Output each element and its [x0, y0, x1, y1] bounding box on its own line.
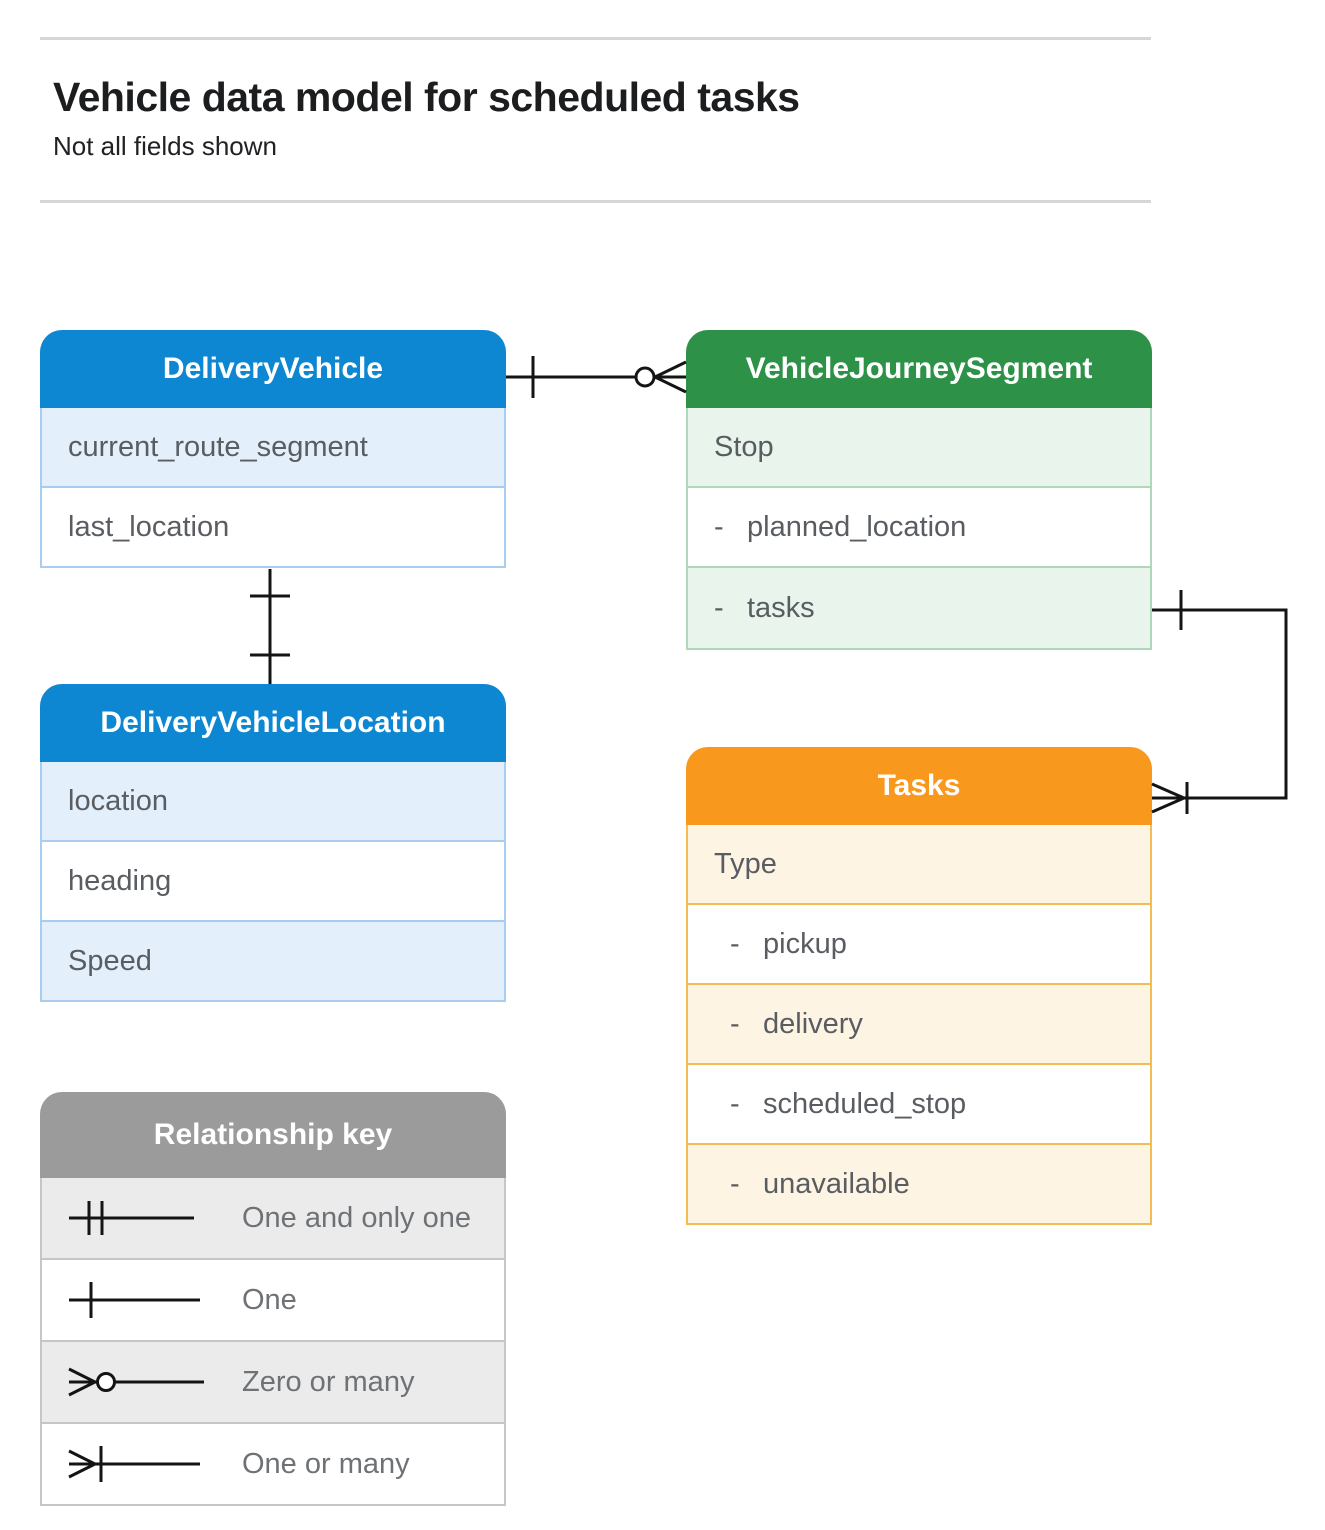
field-prefix: - — [714, 591, 724, 624]
field-row: current_route_segment — [42, 408, 504, 486]
connector-vehiclejourneysegment-tasks — [1151, 590, 1288, 814]
field-row: last_location — [42, 486, 504, 566]
connector-deliveryvehicle-vehiclejourneysegment — [506, 356, 687, 398]
legend-label: Zero or many — [242, 1365, 415, 1398]
field-label: Type — [714, 847, 777, 880]
entity-header: VehicleJourneySegment — [686, 330, 1152, 408]
entity-header: DeliveryVehicle — [40, 330, 506, 408]
field-label: planned_location — [747, 510, 967, 543]
field-row: -planned_location — [688, 486, 1150, 566]
relationship-key-list: One and only one One Zero or many One or… — [40, 1178, 506, 1506]
field-label: unavailable — [763, 1167, 910, 1200]
field-label: scheduled_stop — [763, 1087, 967, 1120]
one-and-only-one-symbol-icon — [69, 1201, 194, 1235]
one-symbol-icon — [69, 1282, 200, 1318]
field-row: -tasks — [688, 566, 1150, 648]
connector-deliveryvehicle-deliveryvehiclelocation — [250, 569, 290, 684]
field-row: -scheduled_stop — [688, 1063, 1150, 1143]
page-title: Vehicle data model for scheduled tasks — [53, 74, 800, 120]
entity-field-list: current_route_segment last_location — [40, 408, 506, 568]
legend-label: One — [242, 1283, 297, 1316]
entity-header: Tasks — [686, 747, 1152, 825]
field-label: delivery — [763, 1007, 863, 1040]
one-or-many-symbol-icon — [68, 1446, 200, 1482]
relationship-key-title: Relationship key — [40, 1092, 506, 1178]
field-row: -delivery — [688, 983, 1150, 1063]
header-divider-rule — [40, 200, 1151, 203]
legend-item: One or many — [42, 1422, 504, 1504]
field-row: Speed — [42, 920, 504, 1000]
entity-field-list: Stop -planned_location -tasks — [686, 408, 1152, 650]
entity-delivery-vehicle-location: DeliveryVehicleLocation location heading… — [40, 684, 506, 1002]
legend-item: One — [42, 1258, 504, 1340]
field-row: location — [42, 762, 504, 840]
relationship-key: Relationship key One and only one One Ze… — [40, 1092, 506, 1506]
legend-label: One or many — [242, 1447, 410, 1480]
field-row: -unavailable — [688, 1143, 1150, 1223]
field-row: -pickup — [688, 903, 1150, 983]
field-label: current_route_segment — [68, 430, 368, 463]
field-prefix: - — [730, 1167, 740, 1200]
field-label: pickup — [763, 927, 847, 960]
field-label: tasks — [747, 591, 815, 624]
legend-item: Zero or many — [42, 1340, 504, 1422]
field-row: Stop — [688, 408, 1150, 486]
field-prefix: - — [730, 1007, 740, 1040]
field-label: heading — [68, 864, 172, 897]
field-label: Speed — [68, 944, 152, 977]
zero-or-many-symbol-icon — [68, 1367, 204, 1397]
field-label: Stop — [714, 430, 774, 463]
entity-vehicle-journey-segment: VehicleJourneySegment Stop -planned_loca… — [686, 330, 1152, 650]
field-row: heading — [42, 840, 504, 920]
field-prefix: - — [730, 927, 740, 960]
entity-field-list: location heading Speed — [40, 762, 506, 1002]
field-prefix: - — [730, 1087, 740, 1120]
top-rule — [40, 37, 1151, 40]
field-label: last_location — [68, 510, 230, 543]
legend-label: One and only one — [242, 1201, 471, 1234]
legend-item: One and only one — [42, 1178, 504, 1258]
entity-tasks: Tasks Type -pickup -delivery -scheduled_… — [686, 747, 1152, 1225]
field-prefix: - — [714, 510, 724, 543]
field-label: location — [68, 784, 168, 817]
entity-delivery-vehicle: DeliveryVehicle current_route_segment la… — [40, 330, 506, 568]
entity-field-list: Type -pickup -delivery -scheduled_stop -… — [686, 825, 1152, 1225]
entity-header: DeliveryVehicleLocation — [40, 684, 506, 762]
page-subtitle: Not all fields shown — [53, 131, 277, 161]
field-row: Type — [688, 825, 1150, 903]
